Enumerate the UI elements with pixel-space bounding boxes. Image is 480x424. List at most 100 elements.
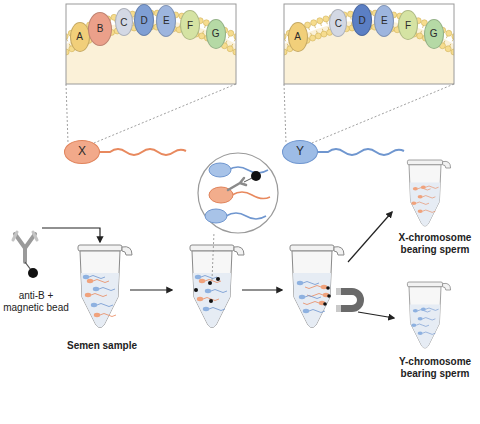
art-shape bbox=[228, 167, 268, 173]
art-shape bbox=[446, 30, 452, 36]
magnet bbox=[336, 288, 364, 312]
art-shape bbox=[227, 46, 233, 52]
art-shape bbox=[303, 309, 325, 313]
process-arrow bbox=[42, 228, 100, 242]
art-shape bbox=[83, 275, 105, 279]
art-shape bbox=[25, 262, 31, 270]
sperm-head: X bbox=[64, 140, 100, 164]
art-shape bbox=[336, 305, 341, 312]
art-shape bbox=[407, 160, 450, 226]
protein-letter: G bbox=[212, 28, 220, 39]
protein-letter: A bbox=[294, 31, 301, 42]
art-shape bbox=[195, 275, 217, 279]
process-arrow bbox=[130, 289, 172, 290]
art-shape bbox=[228, 178, 246, 190]
panel-frame bbox=[284, 4, 454, 84]
zoom-lines bbox=[66, 84, 454, 143]
art-shape bbox=[418, 195, 436, 199]
art-shape bbox=[315, 33, 321, 39]
art-shape bbox=[197, 297, 219, 301]
art-shape bbox=[13, 232, 37, 240]
protein-letter: D bbox=[141, 15, 148, 26]
tube bbox=[78, 245, 132, 328]
art-shape bbox=[323, 302, 327, 306]
art-shape bbox=[209, 163, 231, 177]
tube bbox=[290, 245, 344, 328]
art-shape bbox=[323, 16, 329, 22]
sperm-tail bbox=[99, 149, 186, 155]
art-shape bbox=[421, 185, 439, 189]
art-shape bbox=[411, 201, 429, 205]
art-shape bbox=[411, 323, 429, 327]
art-shape bbox=[205, 289, 227, 293]
antibody-with-bead bbox=[13, 232, 38, 278]
art-shape bbox=[205, 209, 227, 223]
art-shape bbox=[85, 293, 107, 297]
art-shape bbox=[305, 285, 327, 289]
output-label: X-chromosome bearing sperm bbox=[392, 232, 478, 256]
tube bbox=[407, 160, 450, 226]
art-shape bbox=[94, 84, 236, 143]
art-shape bbox=[87, 279, 109, 283]
art-shape bbox=[212, 232, 214, 280]
chromosome-label: Y bbox=[296, 145, 304, 158]
art-shape bbox=[284, 4, 454, 84]
membrane-panel bbox=[284, 4, 454, 84]
art-shape bbox=[407, 282, 450, 348]
output-label: Y-chromosome bearing sperm bbox=[392, 356, 478, 380]
art-shape bbox=[336, 288, 364, 312]
art-shape bbox=[327, 294, 331, 298]
art-shape bbox=[421, 307, 439, 311]
art-shape bbox=[208, 281, 212, 285]
art-shape bbox=[321, 31, 327, 37]
protein-letter: D bbox=[359, 15, 366, 26]
art-shape bbox=[307, 293, 329, 297]
art-shape bbox=[66, 84, 68, 143]
protein-letter: G bbox=[430, 28, 438, 39]
chromosome-label: X bbox=[78, 145, 86, 158]
membrane-protein: G bbox=[206, 19, 226, 49]
tube bbox=[190, 245, 244, 328]
art-shape bbox=[228, 30, 234, 36]
art-shape bbox=[190, 245, 244, 328]
process-arrow bbox=[348, 212, 392, 262]
art-shape bbox=[418, 209, 436, 213]
art-shape bbox=[310, 35, 316, 41]
art-shape bbox=[56, 4, 464, 84]
art-shape bbox=[93, 287, 115, 291]
art-shape bbox=[326, 286, 330, 290]
panel-frame bbox=[66, 4, 236, 84]
art-shape bbox=[297, 281, 319, 285]
membrane-panel bbox=[66, 4, 236, 84]
process-arrow bbox=[358, 312, 394, 318]
art-shape bbox=[418, 317, 436, 321]
membrane-protein: A bbox=[70, 22, 90, 52]
art-shape bbox=[418, 331, 436, 335]
art-shape bbox=[198, 153, 278, 233]
art-shape bbox=[15, 234, 35, 262]
art-shape bbox=[216, 277, 220, 281]
art-shape bbox=[251, 171, 261, 181]
reagent-label: anti-B + magnetic bead bbox=[2, 290, 70, 314]
art-shape bbox=[290, 245, 344, 328]
art-shape bbox=[28, 268, 38, 278]
art-shape bbox=[94, 313, 116, 317]
sample-label: Semen sample bbox=[62, 340, 142, 352]
protein-letter: F bbox=[405, 20, 411, 31]
tube bbox=[407, 282, 450, 348]
art-shape bbox=[209, 299, 213, 303]
art-shape bbox=[445, 46, 451, 52]
protein-letter: B bbox=[97, 23, 104, 34]
protein-letter: E bbox=[381, 15, 388, 26]
art-shape bbox=[66, 4, 236, 84]
protein-letter: F bbox=[187, 20, 193, 31]
protein-letter: C bbox=[335, 18, 342, 29]
zoom-circle bbox=[198, 153, 278, 280]
art-shape bbox=[199, 33, 205, 39]
art-shape bbox=[317, 18, 323, 24]
art-shape bbox=[91, 303, 113, 307]
art-shape bbox=[284, 84, 286, 143]
art-shape bbox=[336, 288, 341, 295]
protein-letter: C bbox=[120, 17, 127, 28]
